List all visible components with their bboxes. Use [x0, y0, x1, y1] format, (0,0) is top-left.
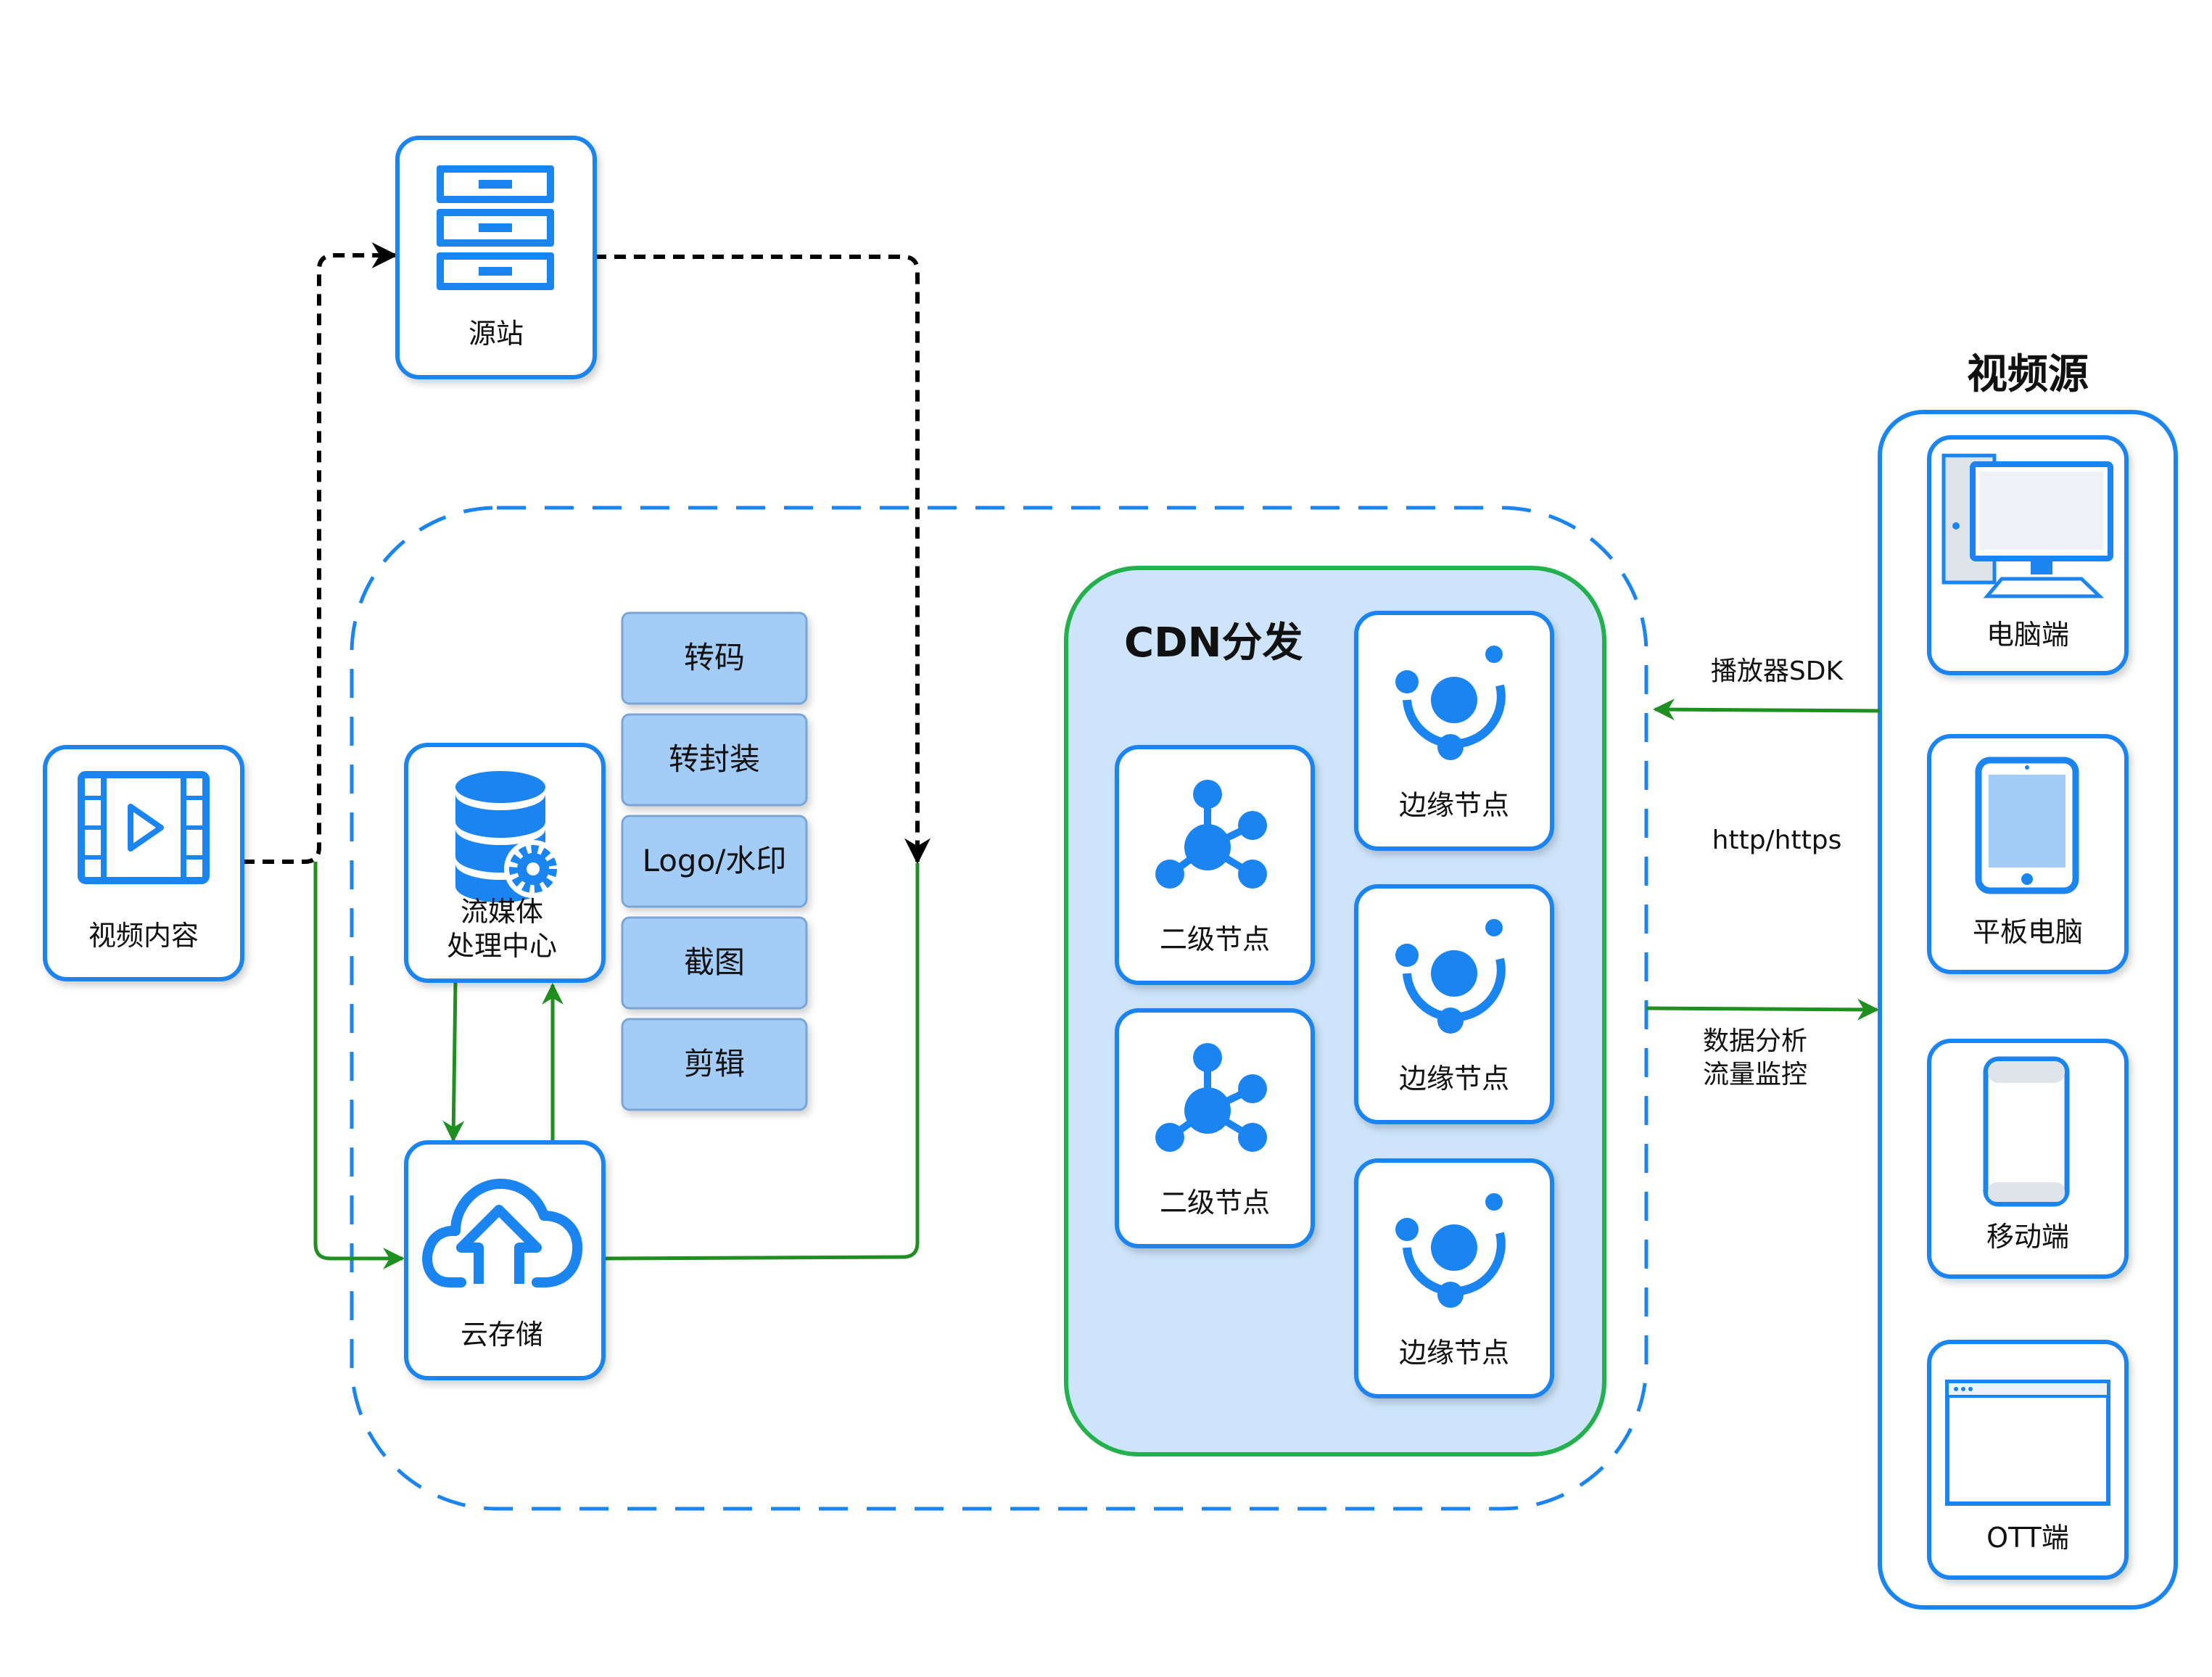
- green-to-storage: [313, 862, 405, 1269]
- cloud-upload-icon: [422, 1179, 583, 1287]
- network-hub-icon: [1155, 780, 1267, 889]
- origin-node: 源站: [395, 136, 597, 379]
- secondary-node-2-label: 二级节点: [1160, 1187, 1270, 1219]
- edge-node-1: 边缘节点: [1354, 611, 1554, 851]
- secondary-node-1-label: 二级节点: [1160, 923, 1270, 955]
- label-analytics-2: 流量监控: [1703, 1060, 1807, 1089]
- label-protocol: http/https: [1712, 825, 1842, 855]
- process-watermark: Logo/水印: [621, 815, 808, 908]
- mobile-phone-icon: [1983, 1056, 2070, 1207]
- browser-window-icon: [1945, 1380, 2110, 1506]
- svg-text:剪辑: 剪辑: [684, 1046, 745, 1081]
- desktop-computer-icon: [1941, 453, 2113, 598]
- device-mobile-label: 移动端: [1986, 1221, 2069, 1253]
- process-screenshot: 截图: [621, 916, 808, 1010]
- secondary-node-2: 二级节点: [1115, 1008, 1315, 1248]
- device-tablet-label: 平板电脑: [1973, 916, 2083, 948]
- origin-label: 源站: [469, 318, 524, 350]
- video-content-node: 视频内容: [43, 745, 244, 981]
- green-storage-out: [603, 863, 920, 1261]
- svg-text:转码: 转码: [684, 640, 745, 675]
- edge-node-1-label: 边缘节点: [1399, 789, 1509, 821]
- process-edit: 剪辑: [621, 1018, 808, 1111]
- media-center-label-2: 处理中心: [447, 930, 557, 962]
- process-remux: 转封装: [621, 713, 808, 807]
- device-mobile: 移动端: [1927, 1039, 2129, 1279]
- video-source-container: [1878, 410, 2178, 1610]
- processing-steps: 转码 转封装 Logo/水印 截图 剪辑: [621, 611, 808, 1111]
- edge-node-2: 边缘节点: [1354, 884, 1554, 1124]
- network-hub-icon: [1155, 1043, 1267, 1152]
- process-transcode: 转码: [621, 611, 808, 705]
- orbit-icon: [1395, 646, 1506, 760]
- green-player-sdk: [1653, 699, 1881, 721]
- database-gear-icon: [455, 771, 562, 902]
- device-ott-label: OTT端: [1986, 1522, 2069, 1554]
- cloud-storage-node: 云存储: [404, 1140, 606, 1380]
- device-ott: OTT端: [1927, 1340, 2129, 1580]
- svg-text:截图: 截图: [684, 944, 745, 980]
- video-source-title: 视频源: [1967, 351, 2089, 398]
- device-pc-label: 电脑端: [1986, 619, 2069, 651]
- svg-text:转封装: 转封装: [669, 741, 760, 777]
- cloud-storage-label: 云存储: [461, 1319, 543, 1351]
- dashed-to-origin: [243, 242, 398, 864]
- orbit-icon: [1395, 1193, 1506, 1308]
- video-film-icon: [78, 771, 210, 884]
- edge-node-3-label: 边缘节点: [1399, 1337, 1509, 1369]
- device-tablet: 平板电脑: [1927, 734, 2129, 974]
- tablet-icon: [1975, 757, 2079, 894]
- edge-node-2-label: 边缘节点: [1399, 1063, 1509, 1095]
- green-media-to-storage: [442, 981, 465, 1142]
- media-center-node: 流媒体 处理中心: [404, 743, 606, 983]
- video-content-label: 视频内容: [88, 920, 199, 952]
- green-analytics: [1646, 998, 1879, 1021]
- cdn-title: CDN分发: [1124, 619, 1303, 667]
- orbit-icon: [1395, 919, 1506, 1034]
- dashed-origin-down: [595, 255, 930, 865]
- media-center-label-1: 流媒体: [461, 896, 543, 928]
- svg-text:Logo/水印: Logo/水印: [643, 843, 787, 878]
- label-player-sdk: 播放器SDK: [1711, 656, 1844, 686]
- device-pc: 电脑端: [1927, 435, 2129, 675]
- secondary-node-1: 二级节点: [1115, 745, 1315, 985]
- server-icon: [437, 165, 554, 290]
- edge-node-3: 边缘节点: [1354, 1158, 1554, 1398]
- label-analytics-1: 数据分析: [1703, 1026, 1807, 1056]
